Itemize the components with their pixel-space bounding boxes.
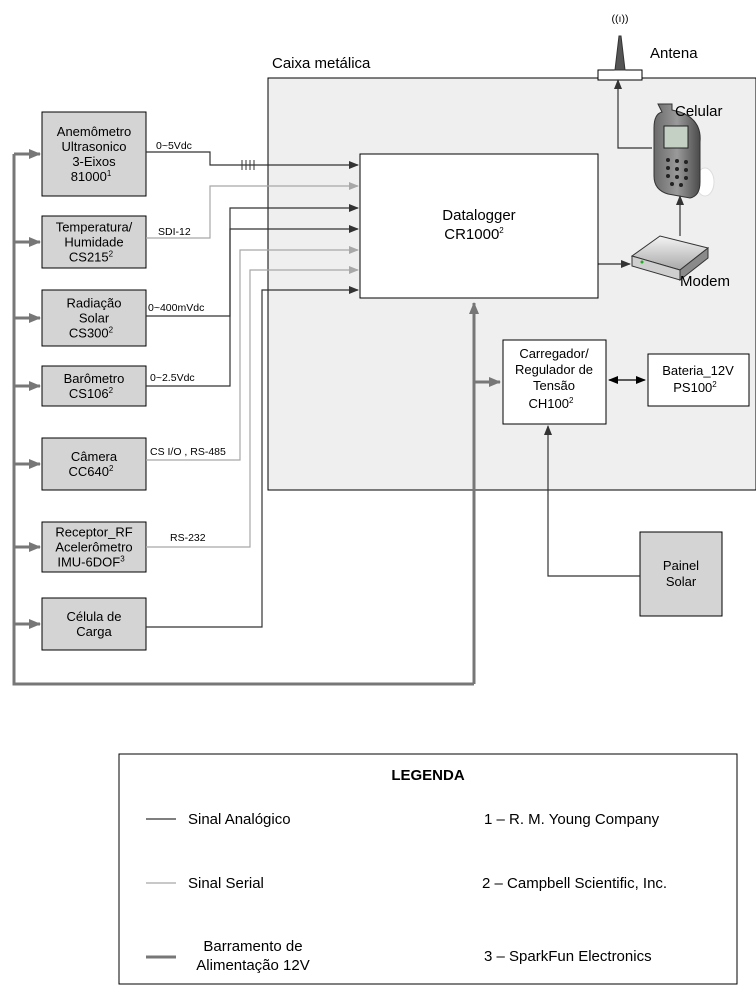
legend-power-label-2: Alimentação 12V xyxy=(196,957,309,974)
signal-wire xyxy=(146,151,359,169)
signal-label: CS I/O , RS-485 xyxy=(150,446,226,458)
sensor-ref-sup: 2 xyxy=(109,386,114,395)
sensor-box xyxy=(41,289,147,347)
enclosure-label: Caixa metálica xyxy=(272,55,371,72)
battery-label: Bateria_12V xyxy=(662,363,734,378)
signal-label: 0~2.5Vdc xyxy=(150,372,195,384)
legend-ref-1: 1 – R. M. Young Company xyxy=(484,811,660,828)
sensor-label: Carga xyxy=(76,624,112,639)
sensor-box xyxy=(41,437,147,491)
sensor-label: CC6402 xyxy=(69,464,114,479)
signal-wire xyxy=(146,246,359,461)
charger-line1: Carregador/ xyxy=(519,346,589,361)
sensor-label: CS2152 xyxy=(69,250,114,265)
signal-label: SDI-12 xyxy=(158,226,191,238)
antenna-wave-icon: ((ı)) xyxy=(612,13,629,25)
solar-panel-line2: Solar xyxy=(666,574,697,589)
sensor-label: Solar xyxy=(79,311,110,326)
sensor-label: Acelerômetro xyxy=(55,540,132,555)
antenna-base xyxy=(597,69,643,81)
modem-icon xyxy=(630,235,710,282)
legend-box xyxy=(118,753,738,985)
signal-wire xyxy=(146,266,359,548)
sensor-label: CS3002 xyxy=(69,326,114,341)
sensor-ref-sup: 2 xyxy=(109,250,114,259)
sensor-box xyxy=(41,597,147,651)
sensor-box xyxy=(41,111,147,197)
sensor-box xyxy=(41,215,147,269)
datalogger-model: CR10002 xyxy=(444,226,504,243)
sensor-label: Temperatura/ xyxy=(56,220,133,235)
antenna-label: Antena xyxy=(650,45,698,62)
charger-model: CH1002 xyxy=(529,396,574,411)
solar-panel-box xyxy=(639,531,723,617)
sensor-label: 810001 xyxy=(71,169,112,184)
charger-line3: Tensão xyxy=(533,378,575,393)
legend-title: LEGENDA xyxy=(391,767,465,784)
sensor-ref-sup: 2 xyxy=(109,326,114,335)
signal-label: RS-232 xyxy=(170,532,206,544)
legend-ref-3: 3 – SparkFun Electronics xyxy=(484,948,652,965)
solar-to-charger-line xyxy=(544,425,640,577)
signal-wire xyxy=(146,286,359,628)
datalogger-label: Datalogger xyxy=(442,207,515,224)
sensor-label: Célula de xyxy=(67,609,122,624)
legend-serial-label: Sinal Serial xyxy=(188,875,264,892)
sensor-ref-sup: 3 xyxy=(120,555,125,564)
sensor-label: 3-Eixos xyxy=(72,154,116,169)
sensor-label: Anemômetro xyxy=(57,124,131,139)
sensor-label: Receptor_RF xyxy=(55,525,132,540)
sensor-label: Radiação xyxy=(67,296,122,311)
sensor-box xyxy=(41,521,147,573)
phone-label: Celular xyxy=(675,103,723,120)
solar-panel-line1: Painel xyxy=(663,558,699,573)
legend-ref-2: 2 – Campbell Scientific, Inc. xyxy=(482,875,667,892)
sensor-ref-sup: 1 xyxy=(107,169,112,178)
legend-analog-label: Sinal Analógico xyxy=(188,811,291,828)
sensor-label: Barômetro xyxy=(64,371,125,386)
sensor-label: IMU-6DOF3 xyxy=(57,555,125,570)
phone-to-antenna-line xyxy=(614,79,652,149)
datalogger-box xyxy=(359,153,599,299)
sensor-label: Humidade xyxy=(64,235,123,250)
sensor-label: CS1062 xyxy=(69,386,114,401)
signal-wire xyxy=(146,225,359,387)
battery-box xyxy=(647,353,750,407)
cellphone-icon xyxy=(653,103,715,199)
modem-label: Modem xyxy=(680,273,730,290)
power-bus xyxy=(12,154,474,686)
sensor-label: Ultrasonico xyxy=(61,139,126,154)
charger-box xyxy=(502,339,607,425)
signal-label: 0~400mVdc xyxy=(148,302,204,314)
charger-line2: Regulador de xyxy=(515,362,593,377)
signal-label: 0~5Vdc xyxy=(156,140,192,152)
sensor-box xyxy=(41,365,147,407)
sensor-label: Câmera xyxy=(71,449,118,464)
battery-model: PS1002 xyxy=(673,380,717,395)
signal-wire xyxy=(146,182,359,239)
antenna-icon xyxy=(614,35,626,71)
sensor-ref-sup: 2 xyxy=(109,464,114,473)
legend-power-label-1: Barramento de xyxy=(203,938,302,955)
